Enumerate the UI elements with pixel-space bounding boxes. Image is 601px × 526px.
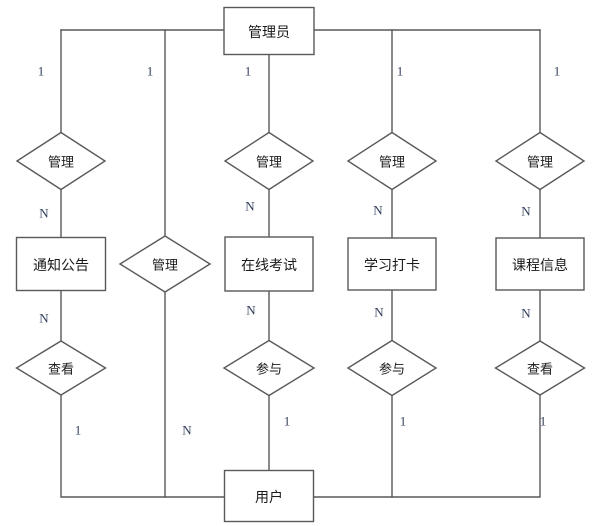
relationship-diamond (494, 340, 586, 396)
relationship-view-notice[interactable]: 查看 (15, 340, 107, 396)
entity-course[interactable]: 课程信息 (495, 237, 585, 291)
relationship-diamond (223, 131, 315, 191)
relationship-diamond (118, 235, 212, 293)
entity-box (223, 469, 315, 523)
relationship-label: 管理 (379, 155, 405, 170)
entity-label: 管理员 (248, 24, 290, 40)
entity-box (347, 237, 437, 291)
relationship-label: 管理 (48, 155, 74, 170)
entity-notice[interactable]: 通知公告 (15, 236, 107, 292)
card-checkin-n: N (373, 203, 383, 218)
card-view-notice-n: N (39, 311, 49, 326)
relationship-label: 查看 (48, 362, 74, 377)
relationship-diamond (494, 131, 586, 191)
card-admin-checkin: 1 (397, 64, 404, 79)
card-view-course-n: N (521, 306, 531, 321)
edge-col5-bottom (391, 394, 541, 498)
card-admin-exam: 1 (245, 64, 252, 79)
edge-col1-bottom (60, 394, 225, 498)
relationship-diamond (15, 340, 107, 396)
edges-layer (60, 29, 541, 498)
entity-exam[interactable]: 在线考试 (224, 236, 314, 292)
card-course-n: N (521, 204, 531, 219)
card-user-manage: N (182, 423, 192, 438)
entity-box (224, 236, 314, 292)
relationship-diamond (222, 339, 316, 397)
entity-box (15, 236, 107, 292)
relationship-diamond (346, 339, 438, 397)
relationship-diamond (346, 131, 438, 191)
relationship-label: 查看 (527, 362, 553, 377)
entity-box (223, 6, 315, 56)
card-join-checkin-n: N (374, 305, 384, 320)
relationship-diamond (15, 131, 107, 191)
edge-col4-bottom (312, 395, 393, 498)
entity-label: 通知公告 (33, 257, 89, 273)
card-notice-n: N (39, 206, 49, 221)
relationship-label: 管理 (527, 155, 553, 170)
relationship-manage-course[interactable]: 管理 (494, 131, 586, 191)
relationship-manage-exam[interactable]: 管理 (223, 131, 315, 191)
relationship-label: 参与 (379, 362, 405, 377)
entity-label: 用户 (255, 489, 283, 505)
relationship-manage-user[interactable]: 管理 (118, 235, 212, 293)
relationship-join-checkin[interactable]: 参与 (346, 339, 438, 397)
card-exam-n: N (245, 199, 255, 214)
entity-label: 学习打卡 (364, 257, 420, 273)
relationship-manage-checkin[interactable]: 管理 (346, 131, 438, 191)
nodes-layer: 管理员通知公告在线考试学习打卡课程信息用户管理管理管理管理管理查看参与参与查看 (15, 6, 586, 523)
relationship-label: 管理 (152, 258, 178, 273)
card-user-course: 1 (540, 414, 547, 429)
relationship-label: 参与 (256, 362, 282, 377)
card-admin-course: 1 (554, 64, 561, 79)
entity-label: 在线考试 (241, 257, 297, 273)
card-admin-user: 1 (147, 64, 154, 79)
entity-box (495, 237, 585, 291)
card-admin-notice: 1 (38, 64, 45, 79)
entity-admin[interactable]: 管理员 (223, 6, 315, 56)
entity-checkin[interactable]: 学习打卡 (347, 237, 437, 291)
relationship-label: 管理 (256, 155, 282, 170)
relationship-view-course[interactable]: 查看 (494, 340, 586, 396)
relationship-join-exam[interactable]: 参与 (222, 339, 316, 397)
entity-label: 课程信息 (512, 257, 568, 273)
card-user-notice: 1 (75, 423, 82, 438)
card-user-checkin: 1 (400, 414, 407, 429)
card-join-exam-n: N (246, 303, 256, 318)
relationship-manage-notice[interactable]: 管理 (15, 131, 107, 191)
card-user-exam: 1 (284, 414, 291, 429)
entity-user[interactable]: 用户 (223, 469, 315, 523)
